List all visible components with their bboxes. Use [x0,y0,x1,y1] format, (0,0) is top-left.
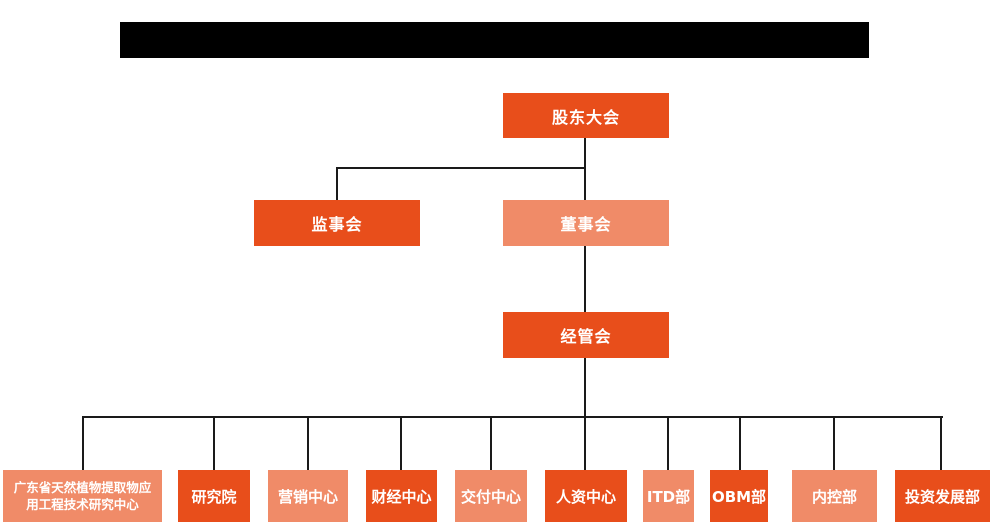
redacted-title-bar [120,22,869,58]
node-hr-center: 人资中心 [545,470,627,522]
connector-drop-itd [667,416,669,470]
node-internal-control-dept: 内控部 [792,470,877,522]
connector-drop-marketing [307,416,309,470]
node-supervisory-board: 监事会 [254,200,420,246]
connector-board-to-management [584,246,586,312]
connector-drop-research-center [82,416,84,470]
node-research-institute-label: 研究院 [191,487,237,506]
node-obm-dept: OBM部 [710,470,768,522]
node-management-committee: 经管会 [503,312,669,358]
node-board-of-directors: 董事会 [503,200,669,246]
node-research-center-label-line1: 广东省天然植物提取物应 [13,479,152,495]
node-marketing-center: 营销中心 [268,470,348,522]
node-delivery-center-label: 交付中心 [460,487,521,506]
node-investment-dev-dept: 投资发展部 [895,470,990,522]
node-board-of-directors-label: 董事会 [560,215,612,234]
node-hr-center-label: 人资中心 [555,487,616,506]
node-itd-dept: ITD部 [643,470,694,522]
connector-drop-obm [739,416,741,470]
connector-shareholders-to-board [584,138,586,200]
connector-bottom-rail [82,416,943,418]
node-itd-dept-label: ITD部 [646,487,691,506]
node-supervisory-board-label: 监事会 [311,215,363,234]
connector-branch-supervisory [336,167,586,169]
connector-management-to-bottom [584,357,586,470]
node-finance-center-label: 财经中心 [371,487,432,506]
node-finance-center: 财经中心 [366,470,437,522]
connector-drop-research-institute [213,416,215,470]
node-research-institute: 研究院 [178,470,250,522]
node-internal-control-dept-label: 内控部 [811,487,857,506]
node-research-center: 广东省天然植物提取物应 用工程技术研究中心 [3,470,162,522]
node-management-committee-label: 经管会 [560,327,612,346]
node-obm-dept-label: OBM部 [711,487,767,506]
connector-drop-investment [940,416,942,470]
connector-drop-finance [400,416,402,470]
node-delivery-center: 交付中心 [455,470,527,522]
node-investment-dev-dept-label: 投资发展部 [904,487,980,506]
node-research-center-label-line2: 用工程技术研究中心 [26,497,139,512]
connector-drop-delivery [490,416,492,470]
node-shareholders-meeting: 股东大会 [503,93,669,138]
connector-drop-internal-control [833,416,835,470]
node-marketing-center-label: 营销中心 [277,487,338,506]
connector-drop-supervisory [336,167,338,200]
node-shareholders-meeting-label: 股东大会 [551,107,620,127]
